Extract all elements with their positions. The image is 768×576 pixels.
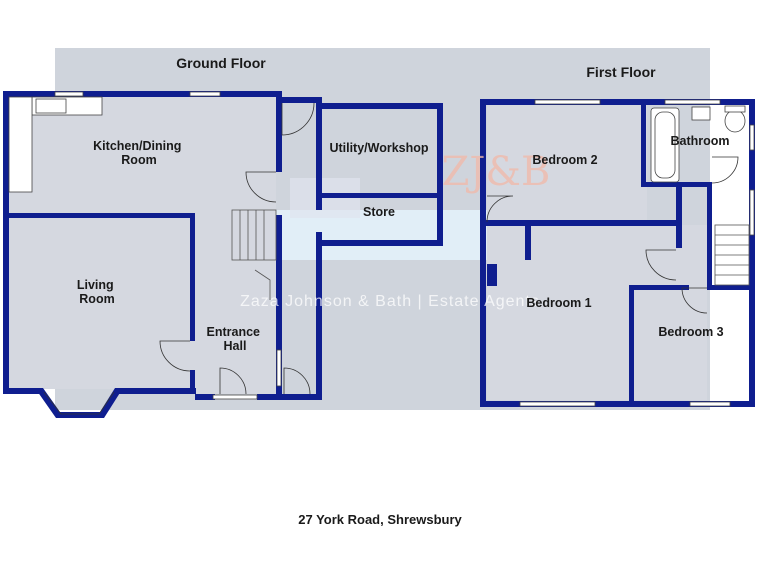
label-kitchen-line1: Kitchen/Dining bbox=[93, 139, 181, 153]
label-kitchen-dining-room: Kitchen/Dining Room bbox=[93, 139, 185, 167]
label-living-line1: Living bbox=[77, 278, 114, 292]
first-stairs bbox=[714, 224, 750, 286]
first-floor-title: First Floor bbox=[586, 64, 656, 80]
watermark-logo: ZJ&B bbox=[442, 149, 551, 195]
first-floor-openings bbox=[486, 99, 755, 407]
label-living-room: Living Room bbox=[77, 278, 117, 306]
ground-floor-title: Ground Floor bbox=[176, 55, 266, 71]
first-floor-walls bbox=[480, 99, 755, 407]
label-bedroom-2: Bedroom 2 bbox=[532, 153, 597, 167]
ground-floor-walls bbox=[3, 91, 443, 400]
ground-floor-openings bbox=[8, 91, 315, 400]
property-address-caption: 27 York Road, Shrewsbury bbox=[298, 512, 462, 527]
room-fills bbox=[8, 97, 707, 400]
label-entrance-line2: Hall bbox=[224, 339, 247, 353]
label-bedroom-1: Bedroom 1 bbox=[526, 296, 591, 310]
label-bathroom: Bathroom bbox=[670, 134, 729, 148]
label-bedroom-3: Bedroom 3 bbox=[658, 325, 723, 339]
bay-window bbox=[35, 388, 123, 418]
label-store: Store bbox=[363, 205, 395, 219]
label-entrance-hall: Entrance Hall bbox=[207, 325, 264, 353]
label-living-line2: Room bbox=[79, 292, 114, 306]
watermark-text: Zaza Johnson & Bath | Estate Agents bbox=[240, 293, 540, 310]
ground-stairs bbox=[231, 209, 277, 300]
label-entrance-line1: Entrance bbox=[207, 325, 261, 339]
label-utility-workshop: Utility/Workshop bbox=[329, 141, 428, 155]
label-kitchen-line2: Room bbox=[121, 153, 156, 167]
